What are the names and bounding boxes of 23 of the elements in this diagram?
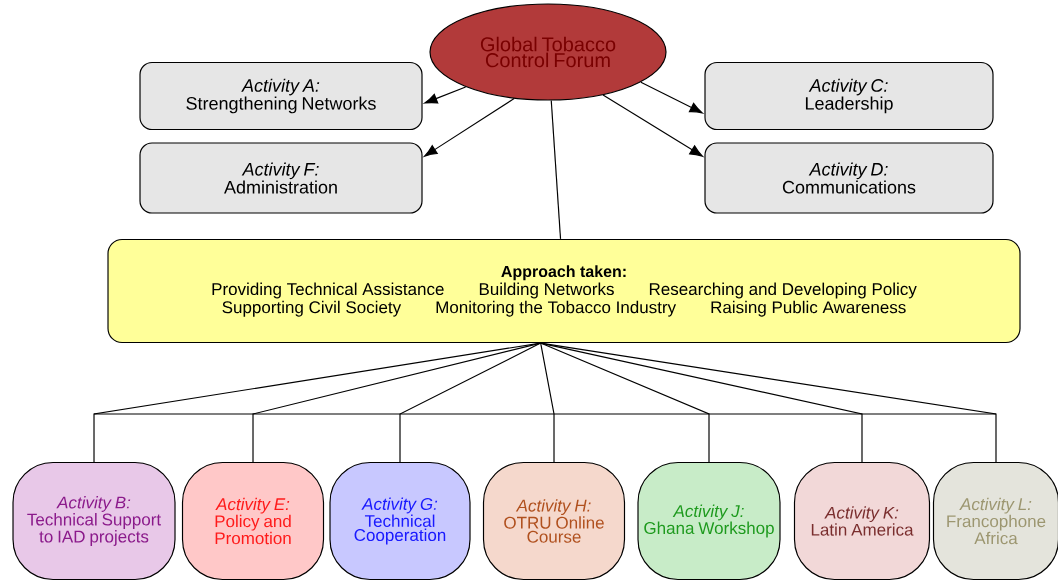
- activity-box: Activity A: Strengthening Networks: [139, 61, 423, 131]
- connector: [399, 342, 542, 463]
- activity-box: Activity B: Technical Support to IAD projects: [12, 461, 176, 581]
- connector: [540, 342, 710, 463]
- connector: [424, 86, 467, 104]
- activity-box: Activity J: Ghana Workshop: [637, 461, 781, 581]
- approach-box: Approach taken: Providing Technical Assistance Building Networks Researching and Developing Policy Supporting Civil Society Monitoring the Tobacco Industry Raising Public Awareness: [107, 238, 1021, 344]
- activity-box: Activity L: Francophone Africa: [932, 461, 1058, 581]
- connector: [252, 342, 542, 463]
- activity-box: Activity C: Leadership: [704, 61, 994, 131]
- connector: [540, 342, 555, 463]
- activity-box: Activity F: Administration: [139, 142, 423, 214]
- connector: [540, 342, 997, 463]
- activity-box: Activity H: OTRU Online Course: [482, 461, 626, 581]
- activity-box: Activity K: Latin America: [793, 461, 931, 581]
- activity-box: Activity E: Policy and Promotion: [181, 461, 325, 581]
- activity-box: Activity G: Technical Cooperation: [329, 461, 471, 581]
- connector: [424, 97, 515, 157]
- connector: [550, 100, 562, 240]
- connector: [93, 413, 997, 415]
- connector: [602, 94, 703, 157]
- connector: [640, 81, 703, 114]
- activity-box: Activity D: Communications: [704, 142, 994, 214]
